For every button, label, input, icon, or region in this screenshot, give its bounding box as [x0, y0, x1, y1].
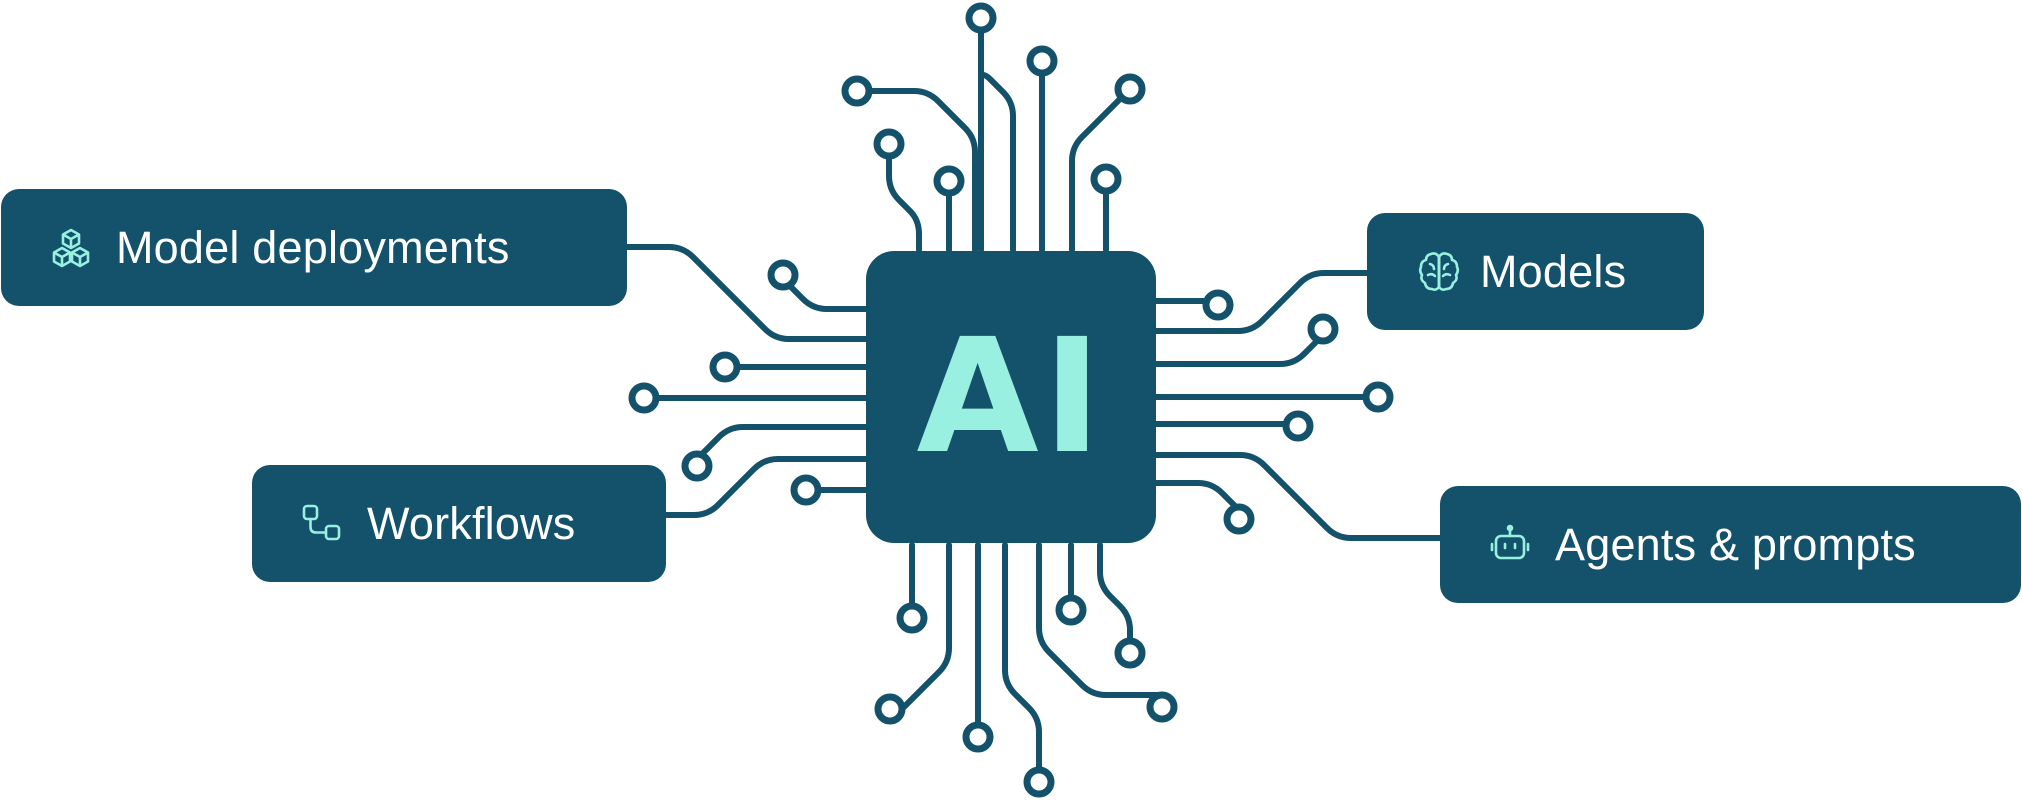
robot-icon: [1487, 522, 1533, 568]
circuit-pads: [628, 2, 1394, 798]
model-deployments-label: Model deployments: [116, 221, 510, 273]
cubes-icon: [48, 225, 94, 271]
agents-prompts-label: Agents & prompts: [1555, 518, 1916, 570]
ai-chip: [866, 251, 1156, 543]
workflows-card[interactable]: Workflows: [252, 465, 666, 582]
models-card[interactable]: Models: [1367, 213, 1704, 330]
models-label: Models: [1480, 245, 1627, 297]
agents-prompts-card[interactable]: Agents & prompts: [1440, 486, 2021, 603]
model-deployments-card[interactable]: Model deployments: [1, 189, 627, 306]
workflows-label: Workflows: [367, 497, 576, 549]
brain-icon: [1416, 249, 1462, 295]
workflow-icon: [299, 501, 345, 547]
